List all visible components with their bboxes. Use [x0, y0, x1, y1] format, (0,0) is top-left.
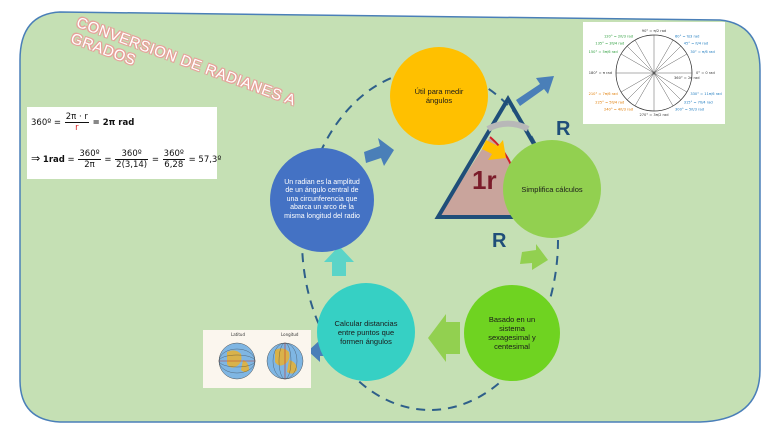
arrow-green-down	[520, 244, 548, 270]
unit-circle-label: 225° = 5π/4 rad	[595, 101, 624, 105]
unit-circle-label: 300° = 5π/3 rad	[675, 107, 704, 111]
unit-circle-label: 30° = π/6 rad	[690, 50, 714, 54]
formula-line1-denominator: r	[75, 123, 79, 133]
globe-label-longitude: Longitud	[281, 332, 299, 337]
globe-label-latitude: Latitud	[231, 332, 245, 337]
unit-circle-label: 45° = π/4 rad	[684, 41, 708, 45]
cycle-node-5: Un radian es la amplitud de un ángulo ce…	[270, 148, 374, 252]
cycle-node-2: Simplifica cálculos	[503, 140, 601, 238]
cycle-node-3: Basado en un sistema sexagesimal y cente…	[464, 285, 560, 381]
unit-circle-label: 360° = 2π rad	[674, 76, 700, 80]
arrow-orange-to-green	[482, 140, 506, 160]
formula-f3-num: 360º	[162, 149, 185, 160]
unit-circle-label: 120° = 2π/3 rad	[604, 35, 633, 39]
formula-f2-num: 360º	[115, 149, 149, 160]
unit-circle-spoke	[626, 45, 655, 74]
formula-line1-rhs: = 2π rad	[92, 118, 135, 128]
unit-circle-spoke	[653, 39, 674, 74]
arrow-green-left	[428, 314, 460, 362]
unit-circle-card: 0° = 0 rad 30° = π/6 rad 45° = π/4 rad 60° …	[583, 22, 725, 124]
unit-circle-label: 180° = π rad	[589, 71, 612, 75]
cycle-node-1: Útil para medir ángulos	[390, 47, 488, 145]
unit-circle-spoke	[653, 72, 674, 107]
formula-f3-den: 6,28	[164, 160, 184, 170]
unit-circle-label: 90° = π/2 rad	[642, 29, 666, 33]
formula-line1-fraction: 2π · r r	[64, 112, 89, 133]
formula-line1-numerator: 2π · r	[64, 112, 89, 123]
arrow-teal-up	[324, 246, 354, 276]
unit-circle-label: 0° = 0 rad	[696, 71, 715, 75]
unit-circle-spoke	[653, 45, 682, 74]
cycle-node-4-text: Calcular distancias entre puntos que for…	[334, 318, 398, 346]
formula-f2-den: 2(3,14)	[116, 160, 148, 170]
arrow-blue-to-unit-circle	[516, 76, 554, 106]
unit-circle-spoke	[634, 72, 655, 107]
unit-circle-label: 210° = 7π/6 rad	[589, 92, 618, 96]
formula-line2-lhs: 1rad	[42, 155, 65, 165]
radian-label-side: R	[556, 118, 571, 140]
formula-line1-lhs: 360º	[31, 118, 52, 128]
unit-circle-spoke	[620, 53, 655, 74]
formula-line-2: ⇒ 1rad = 360º 2π = 360º 2(3,14) = 360º 6…	[31, 149, 222, 170]
globe-latitude	[218, 342, 256, 380]
unit-circle-diagram: 0° = 0 rad 30° = π/6 rad 45° = π/4 rad 60° …	[589, 29, 722, 117]
unit-circle-label: 150° = 5π/6 rad	[589, 50, 618, 54]
formula-fraction-1: 360º 2π	[78, 149, 101, 170]
unit-circle-label: 135° = 3π/4 rad	[595, 41, 624, 45]
formula-fraction-3: 360º 6,28	[162, 149, 185, 170]
formula-f1-den: 2π	[84, 160, 95, 170]
unit-circle-label: 240° = 4π/3 rad	[604, 107, 633, 111]
arrow-blue-to-yellow	[364, 138, 394, 166]
formula-card: 360º = 2π · r r = 2π rad ⇒ 1rad = 360º 2…	[27, 107, 221, 179]
unit-circle-spoke	[620, 72, 655, 93]
globes-card: Latitud Longitud	[203, 330, 311, 388]
radian-label-bottom-html: R	[492, 230, 507, 252]
cycle-node-3-text: Basado en un sistema sexagesimal y cente…	[488, 315, 536, 351]
formula-fraction-2: 360º 2(3,14)	[115, 149, 149, 170]
globe-longitude	[266, 342, 304, 380]
unit-circle-label: 315° = 7π/4 rad	[684, 101, 713, 105]
globes-diagram: Latitud Longitud	[218, 332, 304, 380]
formula-result: = 57,3º	[188, 155, 222, 165]
cycle-node-5-text: Un radian es la amplitud de un ángulo ce…	[284, 179, 360, 220]
arc-gauge	[486, 120, 530, 132]
unit-circle-spoke	[653, 53, 688, 74]
unit-circle-label: 330° = 11π/6 rad	[690, 92, 721, 96]
cycle-node-4: Calcular distancias entre puntos que for…	[317, 283, 415, 381]
formula-line-1: 360º = 2π · r r = 2π rad	[31, 112, 135, 133]
unit-circle-label: 60° = π/3 rad	[675, 35, 699, 39]
unit-circle-label: 270° = 3π/2 rad	[639, 113, 668, 117]
radian-angle-label: 1r	[472, 165, 497, 195]
unit-circle-spoke	[653, 72, 682, 101]
unit-circle-spoke	[626, 72, 655, 101]
cycle-node-2-text: Simplifica cálculos	[521, 184, 583, 194]
unit-circle-spoke	[653, 72, 688, 93]
formula-f1-num: 360º	[78, 149, 101, 160]
formula-implies: ⇒	[31, 152, 41, 165]
cycle-node-1-text: Útil para medir ángulos	[414, 87, 464, 105]
unit-circle-spoke	[634, 39, 655, 74]
